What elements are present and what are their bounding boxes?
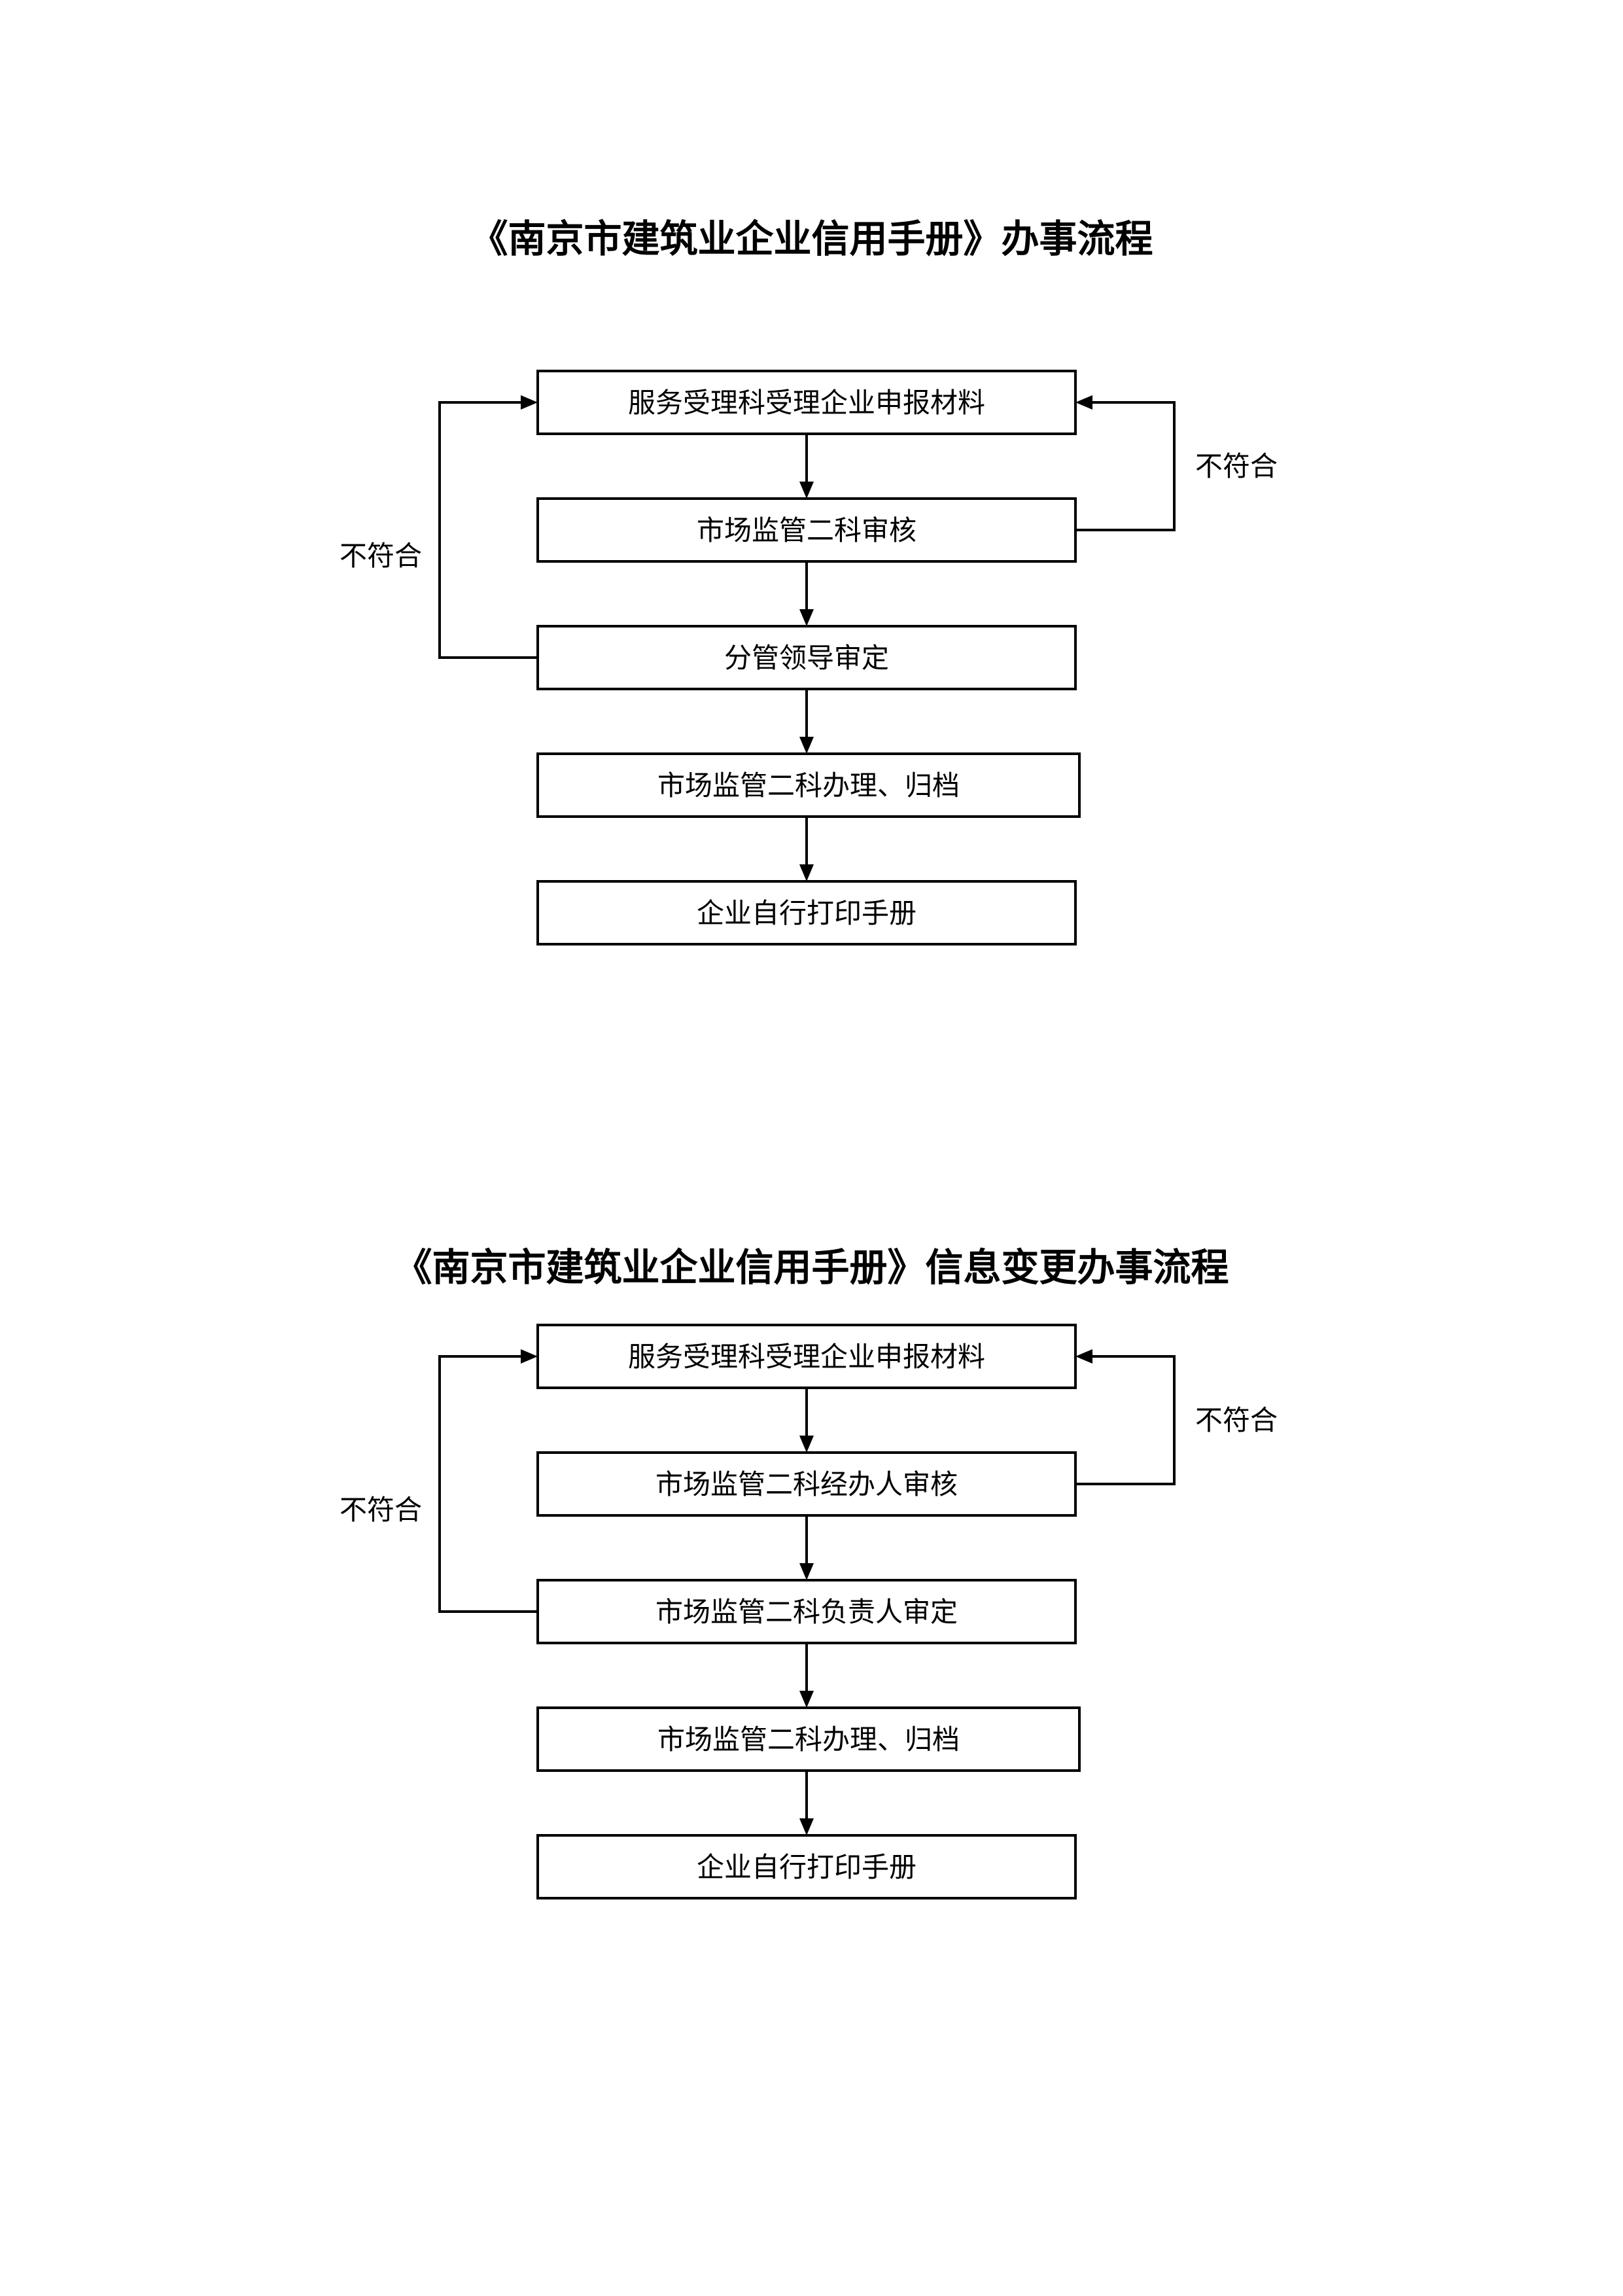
- arrow-right-icon: [521, 395, 538, 410]
- flow2-title: 《南京市建筑业企业信用手册》信息变更办事流程: [394, 1245, 1229, 1290]
- step-box-frame: [536, 1706, 1081, 1772]
- step-box-4: 市场监管二科办理、归档: [536, 752, 1081, 818]
- flow1-title: 《南京市建筑业企业信用手册》办事流程: [470, 217, 1153, 261]
- reject-label-left: 不符合: [340, 1494, 422, 1526]
- step-label: 企业自行打印手册: [697, 897, 916, 929]
- flow1-diagram: 服务受理科受理企业申报材料市场监管二科审核分管领导审定市场监管二科办理、归档企业…: [340, 370, 1278, 945]
- arrow-left-icon: [1075, 1349, 1092, 1364]
- step-label: 市场监管二科办理、归档: [657, 1723, 960, 1756]
- reject-label-right: 不符合: [1195, 1404, 1278, 1436]
- arrow-down-icon: [799, 1818, 814, 1835]
- arrow-down-icon: [799, 1563, 814, 1580]
- reject-label-right: 不符合: [1195, 450, 1278, 482]
- step-box-5: 企业自行打印手册: [536, 880, 1077, 945]
- step-label: 市场监管二科办理、归档: [657, 769, 960, 802]
- arrow-down-icon: [799, 1436, 814, 1453]
- arrow-right-icon: [521, 1349, 538, 1364]
- step-label: 服务受理科受理企业申报材料: [628, 387, 985, 419]
- reject-label-left: 不符合: [340, 540, 422, 572]
- reject-loop-left: [438, 1355, 538, 1613]
- step-box-frame: [536, 1834, 1077, 1899]
- step-box-2: 市场监管二科经办人审核: [536, 1451, 1077, 1517]
- step-box-frame: [536, 880, 1077, 945]
- reject-loop-left: [438, 401, 538, 659]
- step-label: 市场监管二科经办人审核: [655, 1468, 958, 1500]
- step-box-4: 市场监管二科办理、归档: [536, 1706, 1081, 1772]
- arrow-down-icon: [799, 482, 814, 499]
- reject-loop-right: [1075, 401, 1176, 531]
- step-box-5: 企业自行打印手册: [536, 1834, 1077, 1899]
- arrow-down-icon: [799, 864, 814, 881]
- step-label: 市场监管二科负责人审定: [655, 1596, 958, 1628]
- step-label: 分管领导审定: [724, 642, 889, 674]
- arrow-left-icon: [1075, 395, 1092, 410]
- arrow-down-icon: [799, 737, 814, 754]
- step-box-frame: [536, 752, 1081, 818]
- reject-loop-right: [1075, 1355, 1176, 1485]
- step-label: 服务受理科受理企业申报材料: [628, 1341, 985, 1373]
- arrow-down-icon: [799, 609, 814, 626]
- step-box-1: 服务受理科受理企业申报材料: [536, 1324, 1077, 1389]
- step-label: 市场监管二科审核: [697, 514, 916, 546]
- step-label: 企业自行打印手册: [697, 1851, 916, 1883]
- step-box-3: 市场监管二科负责人审定: [536, 1579, 1077, 1644]
- arrow-down-icon: [799, 1691, 814, 1708]
- step-box-frame: [536, 1451, 1077, 1517]
